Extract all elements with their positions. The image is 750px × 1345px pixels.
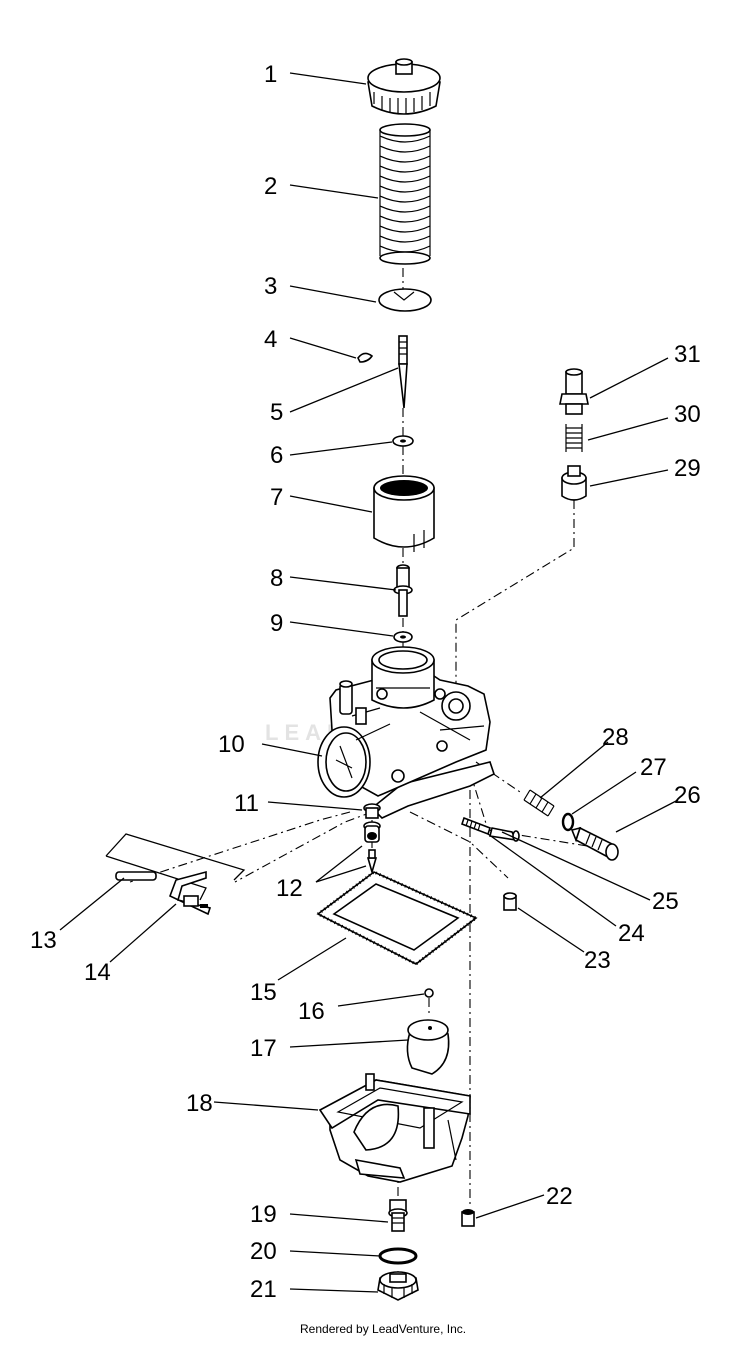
part-27-washer — [561, 812, 575, 832]
part-11-main-jet — [363, 803, 381, 819]
callout-24: 24 — [618, 920, 645, 947]
part-24-air-screw — [460, 816, 520, 842]
callout-13: 13 — [30, 927, 57, 954]
part-10-carburetor-body — [317, 646, 495, 819]
part-13-float-chamber-plate — [105, 833, 246, 901]
callout-15: 15 — [250, 979, 277, 1006]
callout-4: 4 — [264, 326, 277, 353]
part-19-drain-screw — [388, 1199, 408, 1232]
callout-9: 9 — [270, 610, 283, 637]
part-21-plug — [377, 1271, 419, 1301]
callout-31: 31 — [674, 341, 701, 368]
callout-17: 17 — [250, 1035, 277, 1062]
part-31-fitting — [559, 368, 589, 415]
part-14-float-arm — [168, 870, 212, 916]
part-28-spring — [523, 789, 555, 817]
callout-23: 23 — [584, 947, 611, 974]
callout-10: 10 — [218, 731, 245, 758]
callout-25: 25 — [652, 888, 679, 915]
part-2-spring — [379, 123, 431, 265]
callout-1: 1 — [264, 61, 277, 88]
part-8-needle-jet — [393, 564, 413, 617]
footer-credit: Rendered by LeadVenture, Inc. — [300, 1322, 466, 1336]
part-20-o-ring — [378, 1247, 418, 1265]
callout-6: 6 — [270, 442, 283, 469]
callout-2: 2 — [264, 173, 277, 200]
callout-30: 30 — [674, 401, 701, 428]
part-15-gasket — [315, 870, 479, 966]
callout-14: 14 — [84, 959, 111, 986]
callout-18: 18 — [186, 1090, 213, 1117]
part-1-cap — [367, 58, 441, 115]
callout-12: 12 — [276, 875, 303, 902]
part-6-washer — [392, 435, 414, 447]
callout-3: 3 — [264, 273, 277, 300]
part-17-float — [406, 1019, 450, 1075]
callout-8: 8 — [270, 565, 283, 592]
callout-11: 11 — [234, 790, 259, 817]
part-29-cap — [561, 465, 587, 501]
part-30-spring — [565, 424, 583, 452]
part-26-idle-screw — [570, 826, 619, 861]
part-9-washer — [393, 631, 413, 643]
part-18-float-bowl — [318, 1073, 471, 1183]
part-23-screw — [503, 892, 517, 911]
callout-20: 20 — [250, 1238, 277, 1265]
callout-21: 21 — [250, 1276, 277, 1303]
callout-16: 16 — [298, 998, 325, 1025]
part-16-ball — [424, 988, 434, 998]
callout-22: 22 — [546, 1183, 573, 1210]
callout-28: 28 — [602, 724, 629, 751]
part-5-needle — [398, 335, 408, 409]
part-7-throttle-valve — [373, 475, 435, 552]
part-22-screw — [461, 1209, 475, 1227]
part-4-clip — [357, 352, 374, 363]
part-12-pilot-jet — [363, 821, 381, 875]
callout-29: 29 — [674, 455, 701, 482]
callout-leader-lines — [59, 72, 679, 1293]
callout-numbers: 1 2 3 4 5 6 7 8 9 10 11 12 13 14 15 16 1… — [30, 61, 701, 1303]
callout-19: 19 — [250, 1201, 277, 1228]
callout-7: 7 — [270, 484, 283, 511]
part-3-plate — [378, 288, 432, 312]
callout-27: 27 — [640, 754, 667, 781]
callout-5: 5 — [270, 399, 283, 426]
callout-26: 26 — [674, 782, 701, 809]
